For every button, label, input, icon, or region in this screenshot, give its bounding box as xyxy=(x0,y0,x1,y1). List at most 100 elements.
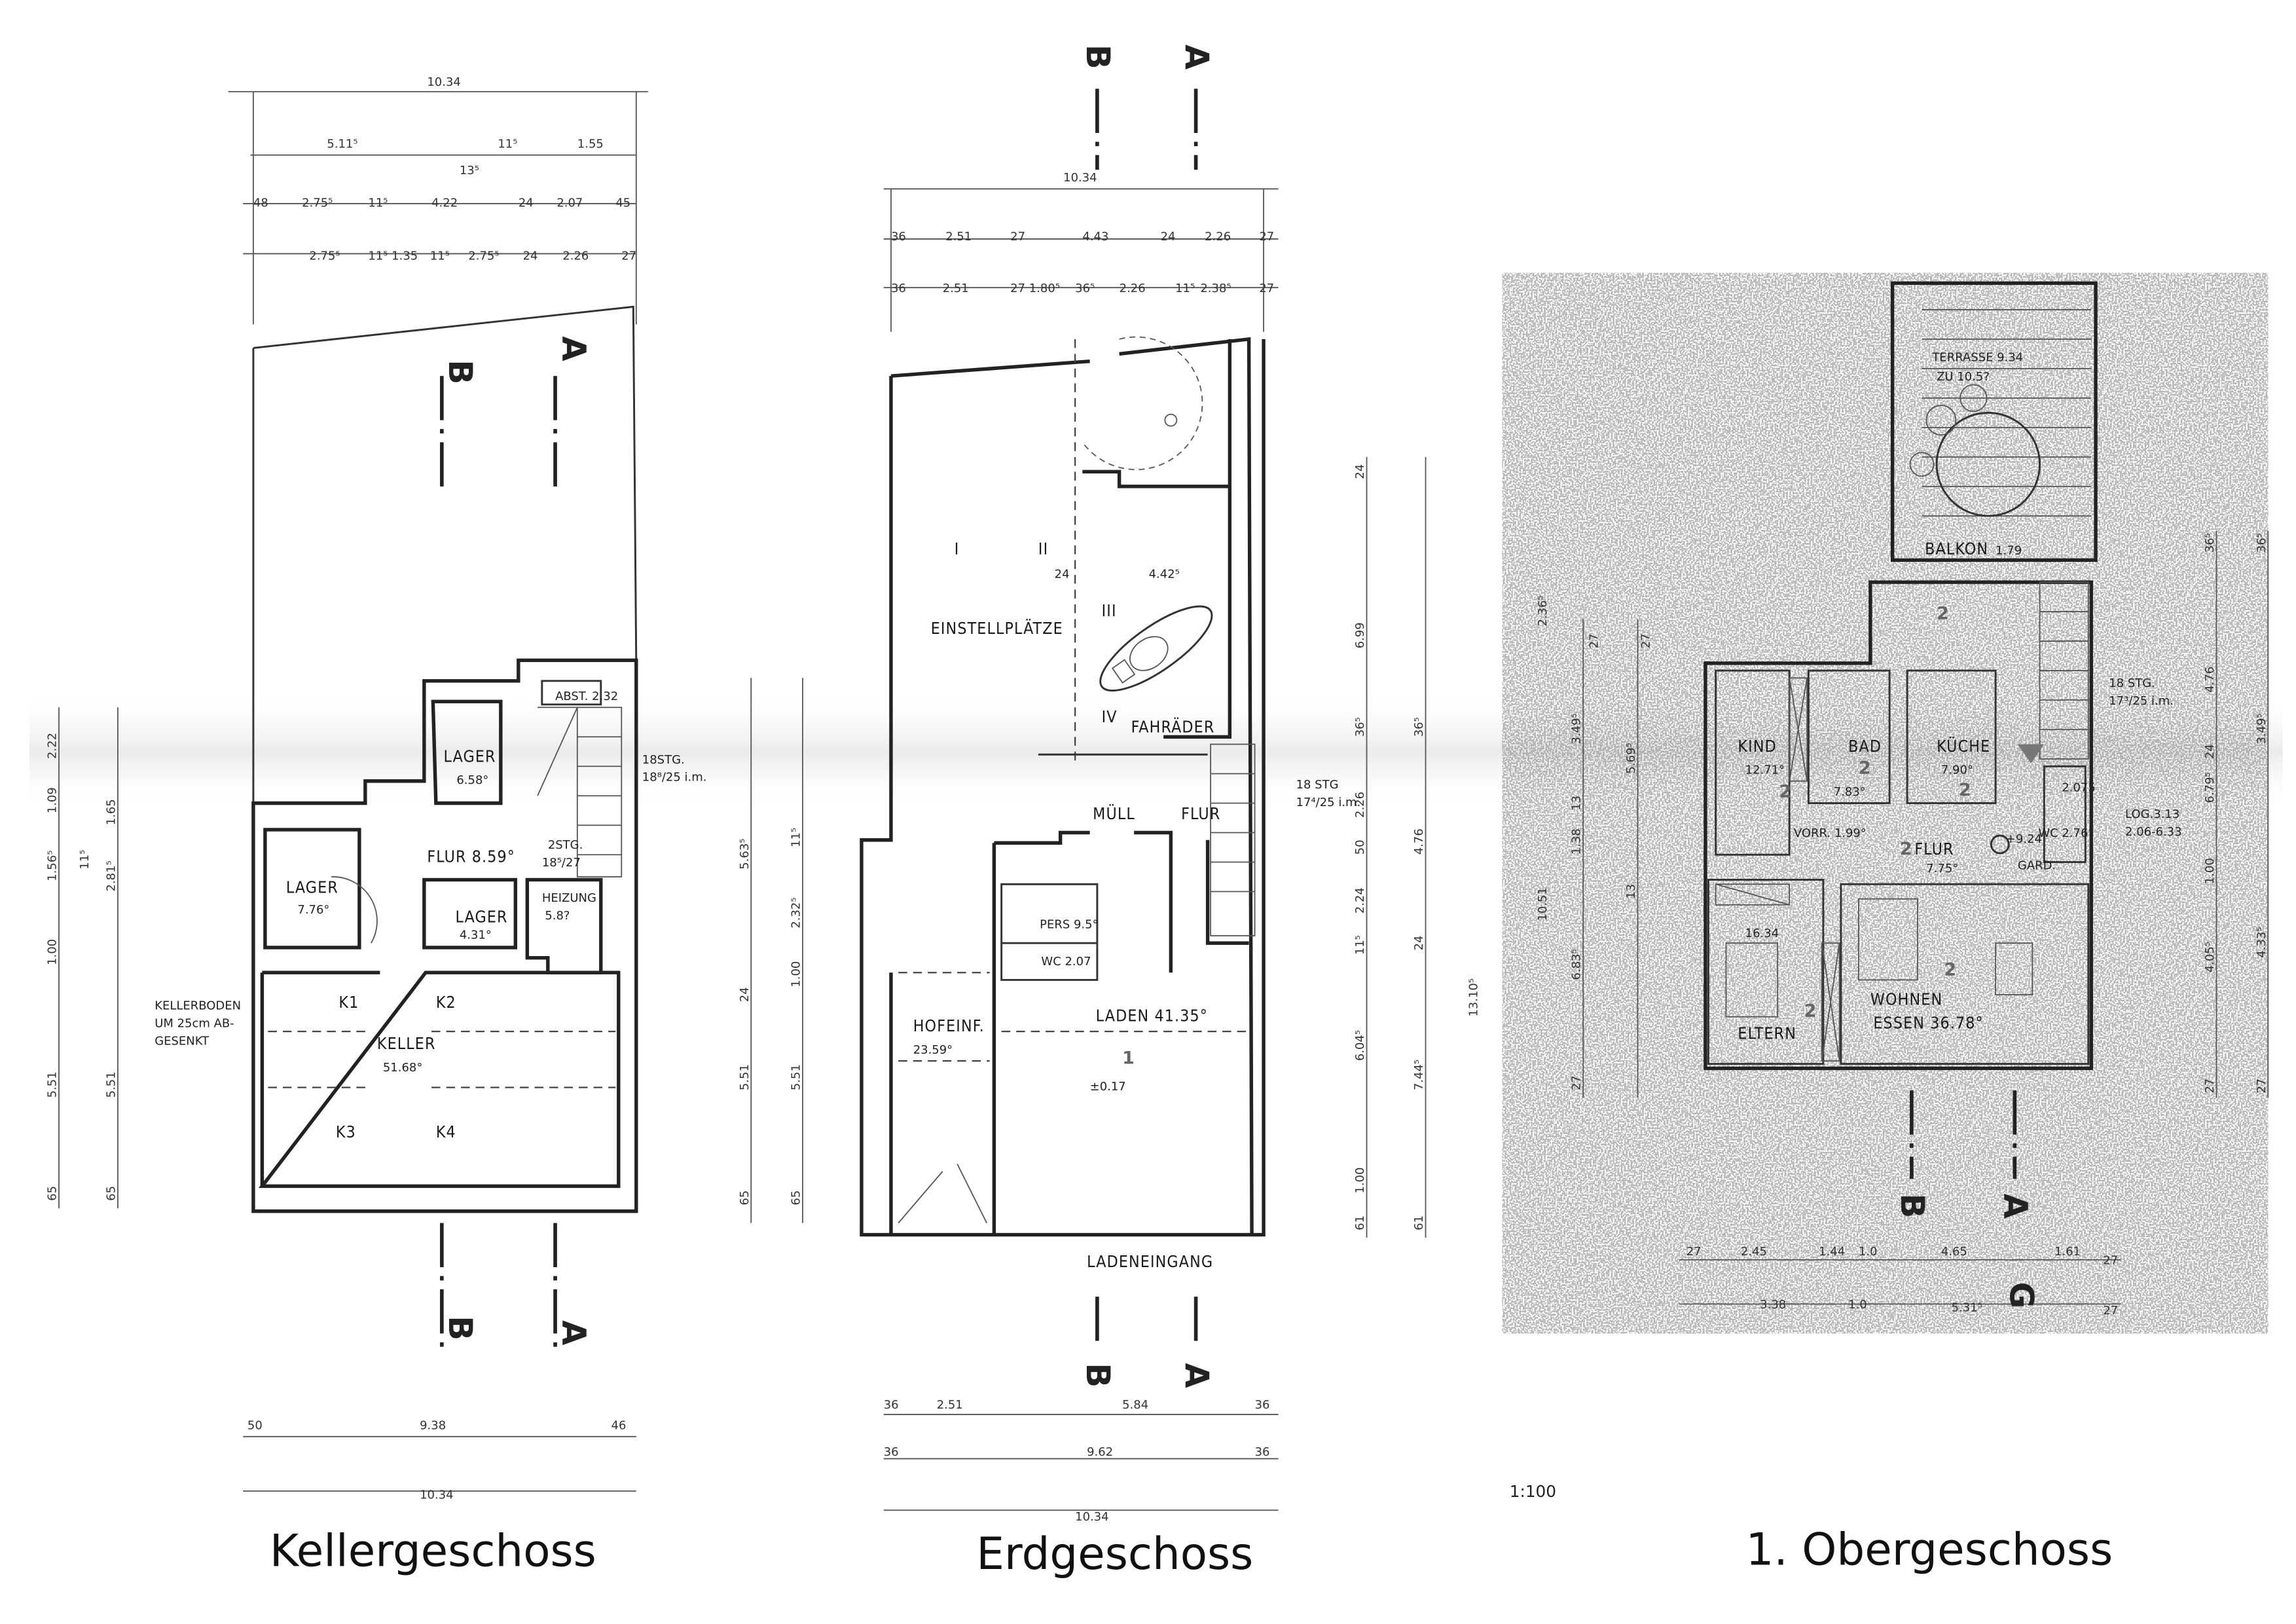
keller-door-swing xyxy=(331,876,378,944)
keller-dim-total-top: 10.34 xyxy=(427,75,461,89)
keller-dim: 5.11⁵ xyxy=(327,137,357,151)
keller-dim: 50 xyxy=(247,1419,263,1433)
og-dim: 27 xyxy=(1588,633,1601,648)
unit-number: 2 xyxy=(1937,603,1949,623)
erd-dim: 11⁵ xyxy=(1175,282,1195,295)
og-dim: 6.79⁵ xyxy=(2203,772,2217,803)
room-area: 7.90° xyxy=(1941,764,1973,777)
og-dim: 4.33⁵ xyxy=(2255,927,2269,957)
stairs-note: 18 STG xyxy=(1296,778,1339,792)
og-dim: 27 xyxy=(2255,1079,2269,1094)
og-dim: 13 xyxy=(1570,796,1584,811)
keller-room-abst xyxy=(541,680,602,706)
og-dim: 24 xyxy=(2203,744,2217,759)
og-dim: 1.0 xyxy=(1848,1298,1867,1312)
room-label: KIND xyxy=(1738,737,1776,756)
room-label: LAGER xyxy=(444,747,496,766)
erd-dim: 7.44⁵ xyxy=(1412,1060,1426,1090)
keller-dim: 13⁵ xyxy=(460,164,479,177)
keller-room-lager-658 xyxy=(431,699,503,805)
keller-dim: 24 xyxy=(523,249,538,263)
erd-dim: 4.76 xyxy=(1412,828,1426,855)
room-label: WC 2.76° xyxy=(2038,826,2094,840)
keller-dim: 4.22 xyxy=(431,196,458,210)
erd-dim: 24 xyxy=(1055,567,1070,581)
erd-dim: 36 xyxy=(884,1445,899,1459)
keller-dim: 2.75⁵ xyxy=(309,249,340,263)
og-dim: 4.65 xyxy=(1941,1245,1967,1259)
og-dim: 3.49⁵ xyxy=(1570,713,1584,744)
keller-room-lager-776 xyxy=(263,828,361,950)
og-dim: 1.00 xyxy=(2203,858,2217,884)
room-label: K4 xyxy=(436,1122,456,1141)
erd-dim: 10.34 xyxy=(1063,171,1097,185)
gate-swing xyxy=(898,1164,987,1224)
erd-dim: 5.51 xyxy=(789,1064,803,1090)
og-dim: 2.45 xyxy=(1741,1245,1767,1259)
keller-dim: 2.75⁵ xyxy=(468,249,499,263)
unit-number: 2 xyxy=(1804,1001,1817,1022)
keller-outer-wall xyxy=(251,658,638,1213)
keller-dim: 2.81⁵ xyxy=(104,860,118,891)
keller-dim: 27 xyxy=(621,249,636,263)
erd-dim: 9.62 xyxy=(1087,1445,1113,1459)
sofa xyxy=(1857,898,1918,981)
stairs-label: 2STG. xyxy=(548,838,583,852)
og-stairs xyxy=(2039,581,2089,760)
title-1-obergeschoss: 1. Obergeschoss xyxy=(1745,1524,2113,1576)
erd-dim: 36⁵ xyxy=(1353,717,1367,737)
room-label: FLUR 8.59° xyxy=(427,847,515,866)
room-label: K1 xyxy=(338,993,359,1012)
keller-dim: 2.26 xyxy=(562,249,589,263)
turntable-circle xyxy=(1082,336,1203,470)
erd-dim: 36⁵ xyxy=(1075,282,1095,295)
room-label: K2 xyxy=(436,993,456,1012)
keller-dim: 45 xyxy=(615,196,630,210)
erd-dim: 36 xyxy=(891,282,906,295)
erd-dim: 61 xyxy=(1412,1215,1426,1230)
section-marker-b: B xyxy=(1893,1194,1931,1219)
erd-dim: 27 xyxy=(1259,282,1274,295)
erd-dim: 11⁵ xyxy=(789,828,803,847)
erd-dim: 5.63⁵ xyxy=(738,838,752,869)
erd-dim: 2.51 xyxy=(937,1398,963,1412)
keller-dim: 5.51 xyxy=(45,1071,59,1098)
keller-dim: 10.34 xyxy=(420,1488,454,1502)
og-dim: 5.69⁵ xyxy=(1624,743,1638,773)
loggia-note: LOG.3.13 xyxy=(2125,807,2179,821)
scale-label: 1:100 xyxy=(1510,1482,1556,1501)
erd-garage-walls xyxy=(1082,339,1232,739)
car-icon xyxy=(1099,605,1213,692)
room-label: FLUR xyxy=(1914,840,1954,858)
erd-dim: 61 xyxy=(1353,1215,1367,1230)
erd-dim: 24 xyxy=(1353,464,1367,479)
terrace-decking xyxy=(1922,309,2092,517)
erd-dim: 27 1.80⁵ xyxy=(1010,282,1060,295)
og-dim: 1.38 xyxy=(1570,828,1584,855)
keller-dim: 65 xyxy=(45,1186,59,1201)
title-erdgeschoss: Erdgeschoss xyxy=(976,1528,1253,1579)
erd-dim: 36⁵ xyxy=(1412,717,1426,737)
og-room-eltern xyxy=(1707,879,1825,1065)
og-dim: 1.44 xyxy=(1819,1245,1845,1259)
keller-dim: 11⁵ xyxy=(368,196,388,210)
table-circle xyxy=(1935,411,2041,517)
og-room-kueche xyxy=(1906,669,1997,804)
level-marker-icon xyxy=(1990,834,2010,855)
og-section-lines xyxy=(1910,1090,2017,1179)
erd-dim: 4.43 xyxy=(1082,230,1108,244)
keller-plot-outline xyxy=(252,305,638,803)
erd-dim: 24 xyxy=(1412,936,1426,951)
erd-dim: 1.00 xyxy=(789,961,803,987)
erd-hofeinfahrt-walls xyxy=(889,843,996,1235)
erd-dim: 2.51 xyxy=(945,230,972,244)
erd-dim: 4.42⁵ xyxy=(1149,567,1180,581)
og-dim: 10.51 xyxy=(1536,887,1550,921)
wardrobe-cabinets xyxy=(1715,677,1840,1062)
erd-dim: 6.99 xyxy=(1353,622,1367,648)
room-label: HOFEINF. xyxy=(913,1016,985,1035)
og-dim: 27 xyxy=(2103,1254,2118,1268)
section-marker-b: B xyxy=(1079,1363,1117,1388)
room-area: 5.8? xyxy=(545,909,570,923)
